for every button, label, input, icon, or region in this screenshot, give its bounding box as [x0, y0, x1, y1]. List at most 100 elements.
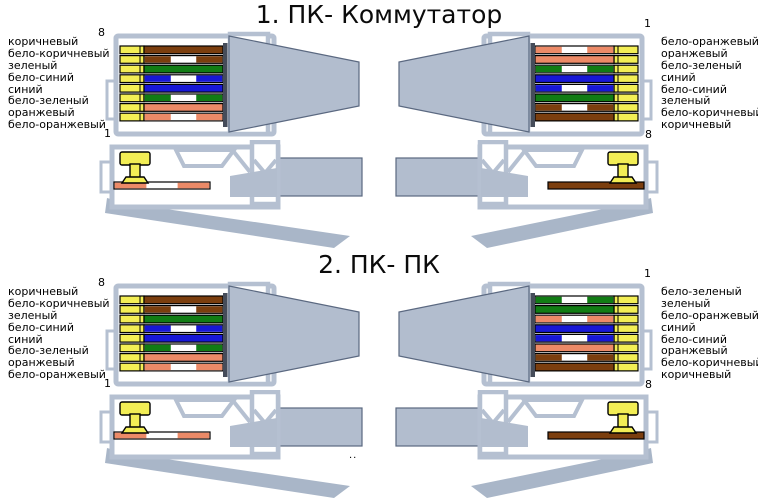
- rj45-plug-top-view: [398, 31, 653, 137]
- contact-blade: [119, 401, 151, 416]
- wire-brown: [547, 181, 645, 190]
- housing-notch: [172, 398, 238, 418]
- contact-blade: [617, 413, 629, 429]
- pin-number: 8: [98, 276, 105, 289]
- contact-blade: [617, 163, 629, 179]
- contact-blade: [120, 176, 150, 184]
- latch-lever: [105, 198, 350, 248]
- contact-blade: [120, 426, 150, 434]
- plug-face: [530, 293, 535, 377]
- wire-color-label: бело-зеленый: [8, 344, 89, 358]
- wire-color-label: оранжевый: [661, 344, 728, 358]
- rj45-plug-top-view: [105, 281, 360, 387]
- pin-number: 1: [104, 127, 111, 140]
- wire-color-label: оранжевый: [8, 106, 75, 120]
- wire-color-label: оранжевый: [661, 46, 728, 60]
- contact-blade: [119, 151, 151, 166]
- scheme-title: 1. ПК- Коммутатор: [255, 0, 503, 29]
- wire-color-label: бело-коричневый: [8, 46, 110, 60]
- wire-color-label: синий: [8, 332, 43, 346]
- wire-color-label: синий: [661, 70, 696, 84]
- stray-dots: ..: [349, 450, 358, 461]
- wire-color-label: бело-синий: [8, 70, 74, 84]
- cable-boot: [230, 418, 277, 447]
- wire-brown: [534, 362, 615, 372]
- housing-notch: [520, 148, 586, 168]
- contact-blade: [607, 151, 639, 166]
- scheme-title: 2. ПК- ПК: [318, 250, 440, 279]
- wire-color-label: бело-зеленый: [661, 285, 742, 298]
- wire-color-label: зеленый: [661, 296, 711, 310]
- wire-color-label: оранжевый: [8, 356, 75, 370]
- wire-color-label: бело-синий: [661, 82, 727, 96]
- wire-color-label: бело-зеленый: [8, 94, 89, 108]
- wire-color-label: синий: [661, 320, 696, 334]
- wire-color-label: бело-оранжевый: [8, 118, 106, 132]
- housing-notch: [520, 398, 586, 418]
- wire-color-label: бело-оранжевый: [661, 35, 758, 48]
- wire-green: [143, 314, 224, 324]
- wire-color-label: коричневый: [661, 118, 732, 132]
- wire-orange: [534, 55, 615, 64]
- wire-brown: [143, 45, 224, 55]
- plug-face: [530, 43, 535, 127]
- pin-number: 8: [645, 378, 652, 391]
- wire-orange: [143, 102, 224, 112]
- wire-color-label: бело-коричневый: [661, 106, 758, 120]
- cable-boot: [230, 168, 277, 197]
- wire-color-label: бело-коричневый: [8, 296, 110, 310]
- plug-face: [223, 293, 228, 377]
- wire-blue: [534, 74, 615, 84]
- wire-green: [534, 93, 615, 103]
- wire-color-label: зеленый: [8, 58, 58, 72]
- rj45-plug-side-view: [99, 390, 363, 498]
- wire-brown: [143, 295, 224, 305]
- wire-color-label: бело-синий: [661, 332, 727, 346]
- rj45-plug-side-view: [99, 140, 363, 248]
- wire-color-label: зеленый: [8, 308, 58, 322]
- wire-blue: [143, 333, 224, 343]
- wire-white-orange: [113, 431, 211, 440]
- contact-blade: [608, 176, 638, 184]
- contact-blade: [129, 163, 141, 179]
- rj45-plug-top-view: [398, 281, 653, 387]
- latch-lever: [471, 448, 653, 498]
- cable: [395, 407, 484, 447]
- wire-blue: [534, 324, 615, 334]
- wire-color-label: бело-оранжевый: [661, 308, 758, 322]
- wire-color-label: коричневый: [8, 285, 79, 298]
- pin-number: 8: [645, 128, 652, 141]
- wire-color-label: бело-зеленый: [661, 58, 742, 72]
- wire-white-orange: [113, 181, 211, 190]
- cable: [274, 407, 363, 447]
- wire-green: [143, 64, 224, 74]
- cable: [395, 157, 484, 197]
- wire-color-label: зеленый: [661, 94, 711, 108]
- cable-boot: [228, 35, 360, 133]
- cable-boot: [481, 168, 528, 197]
- wire-green: [534, 305, 615, 314]
- contact-blade: [607, 401, 639, 416]
- contact-blade: [129, 413, 141, 429]
- plug-face: [223, 43, 228, 127]
- rj45-plug-top-view: [105, 31, 360, 137]
- cable-boot: [398, 285, 530, 383]
- pin-number: 1: [644, 267, 651, 280]
- wire-color-label: бело-оранжевый: [8, 368, 106, 382]
- cable-boot: [398, 35, 530, 133]
- rj45-plug-side-view: [395, 390, 659, 498]
- latch-lever: [105, 448, 350, 498]
- wire-color-label: коричневый: [8, 35, 79, 48]
- latch-lever: [471, 198, 653, 248]
- pin-number: 1: [104, 377, 111, 390]
- cable: [274, 157, 363, 197]
- wire-brown: [534, 112, 615, 122]
- wire-color-label: бело-синий: [8, 320, 74, 334]
